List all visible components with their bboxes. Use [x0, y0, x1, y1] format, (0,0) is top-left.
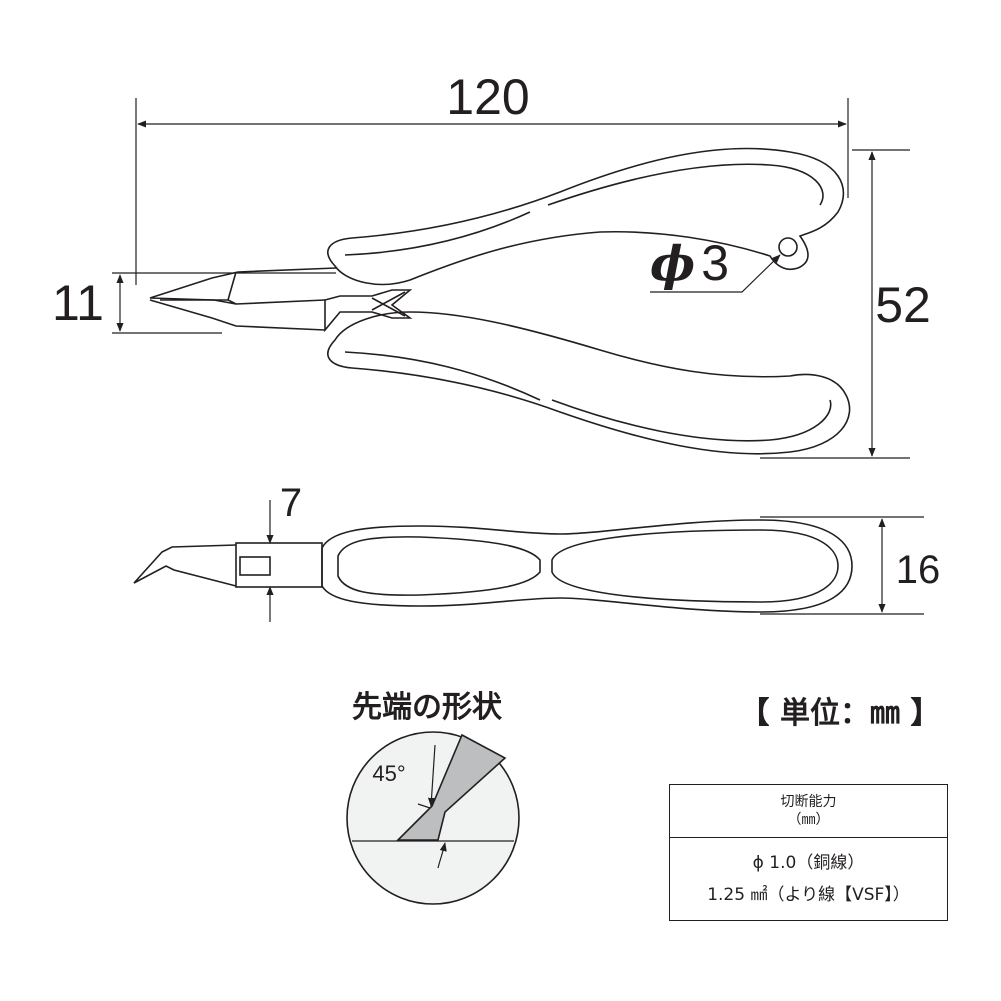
head-width-label: 11 [52, 275, 104, 331]
pliers-top-view [149, 147, 851, 455]
side-view-handle-inner-right [551, 529, 839, 603]
side-view-joint [235, 542, 323, 588]
pliers-joint [324, 289, 413, 333]
side-view-tip [133, 544, 237, 587]
side-view-handle-inner-left [337, 536, 541, 596]
tip-shape-heading: 先端の形状 [352, 690, 503, 725]
overall-height-label: 52 [875, 277, 931, 333]
tip-angle-label: 45° [372, 761, 405, 786]
lower-handle-inner [551, 399, 832, 442]
upper-handle-inner [547, 163, 824, 206]
dimension-overall-height: 52 [760, 149, 931, 459]
overall-length-label: 120 [446, 69, 529, 125]
cutting-capacity-values: ϕ 1.0（銅線） 1.25 ㎟（より線【VSF】） [669, 837, 948, 921]
handle-thickness-label: 16 [896, 548, 941, 592]
dimension-head-width: 11 [52, 272, 336, 334]
tip-thickness-label: 7 [280, 481, 302, 525]
side-view-joint-window [239, 556, 271, 576]
cutting-capacity-table: 切断能力 （㎜） ϕ 1.0（銅線） 1.25 ㎟（より線【VSF】） [669, 784, 948, 921]
dimension-overall-length: 120 [135, 69, 849, 285]
cutting-capacity-unit: （㎜） [787, 812, 830, 828]
lower-handle-grip-line [344, 351, 541, 401]
capacity-stranded-wire: 1.25 ㎟（より線【VSF】） [707, 885, 910, 905]
dimension-tip-thickness: 7 [266, 481, 302, 622]
upper-handle-grip-line [344, 211, 531, 256]
unit-label: 【 単位：㎜ 】 [740, 696, 941, 731]
pivot-hole [778, 237, 798, 257]
pliers-spring [371, 291, 406, 317]
tip-shape-detail: 45° [346, 731, 520, 905]
cutting-capacity-header: 切断能力 （㎜） [669, 784, 948, 838]
upper-handle-outline [327, 147, 845, 286]
side-view-handle [321, 519, 853, 613]
hole-diameter-value: 3 [701, 235, 729, 291]
dimension-handle-thickness: 16 [760, 516, 941, 615]
pliers-jaw-bevel [160, 271, 237, 305]
pliers-jaw-lower [149, 299, 326, 331]
pliers-side-view [133, 519, 853, 613]
capacity-copper-wire: ϕ 1.0（銅線） [752, 853, 865, 873]
lower-handle-outline [327, 311, 851, 455]
phi-symbol: ϕ [650, 236, 695, 292]
cutting-capacity-title: 切断能力 [780, 794, 837, 810]
